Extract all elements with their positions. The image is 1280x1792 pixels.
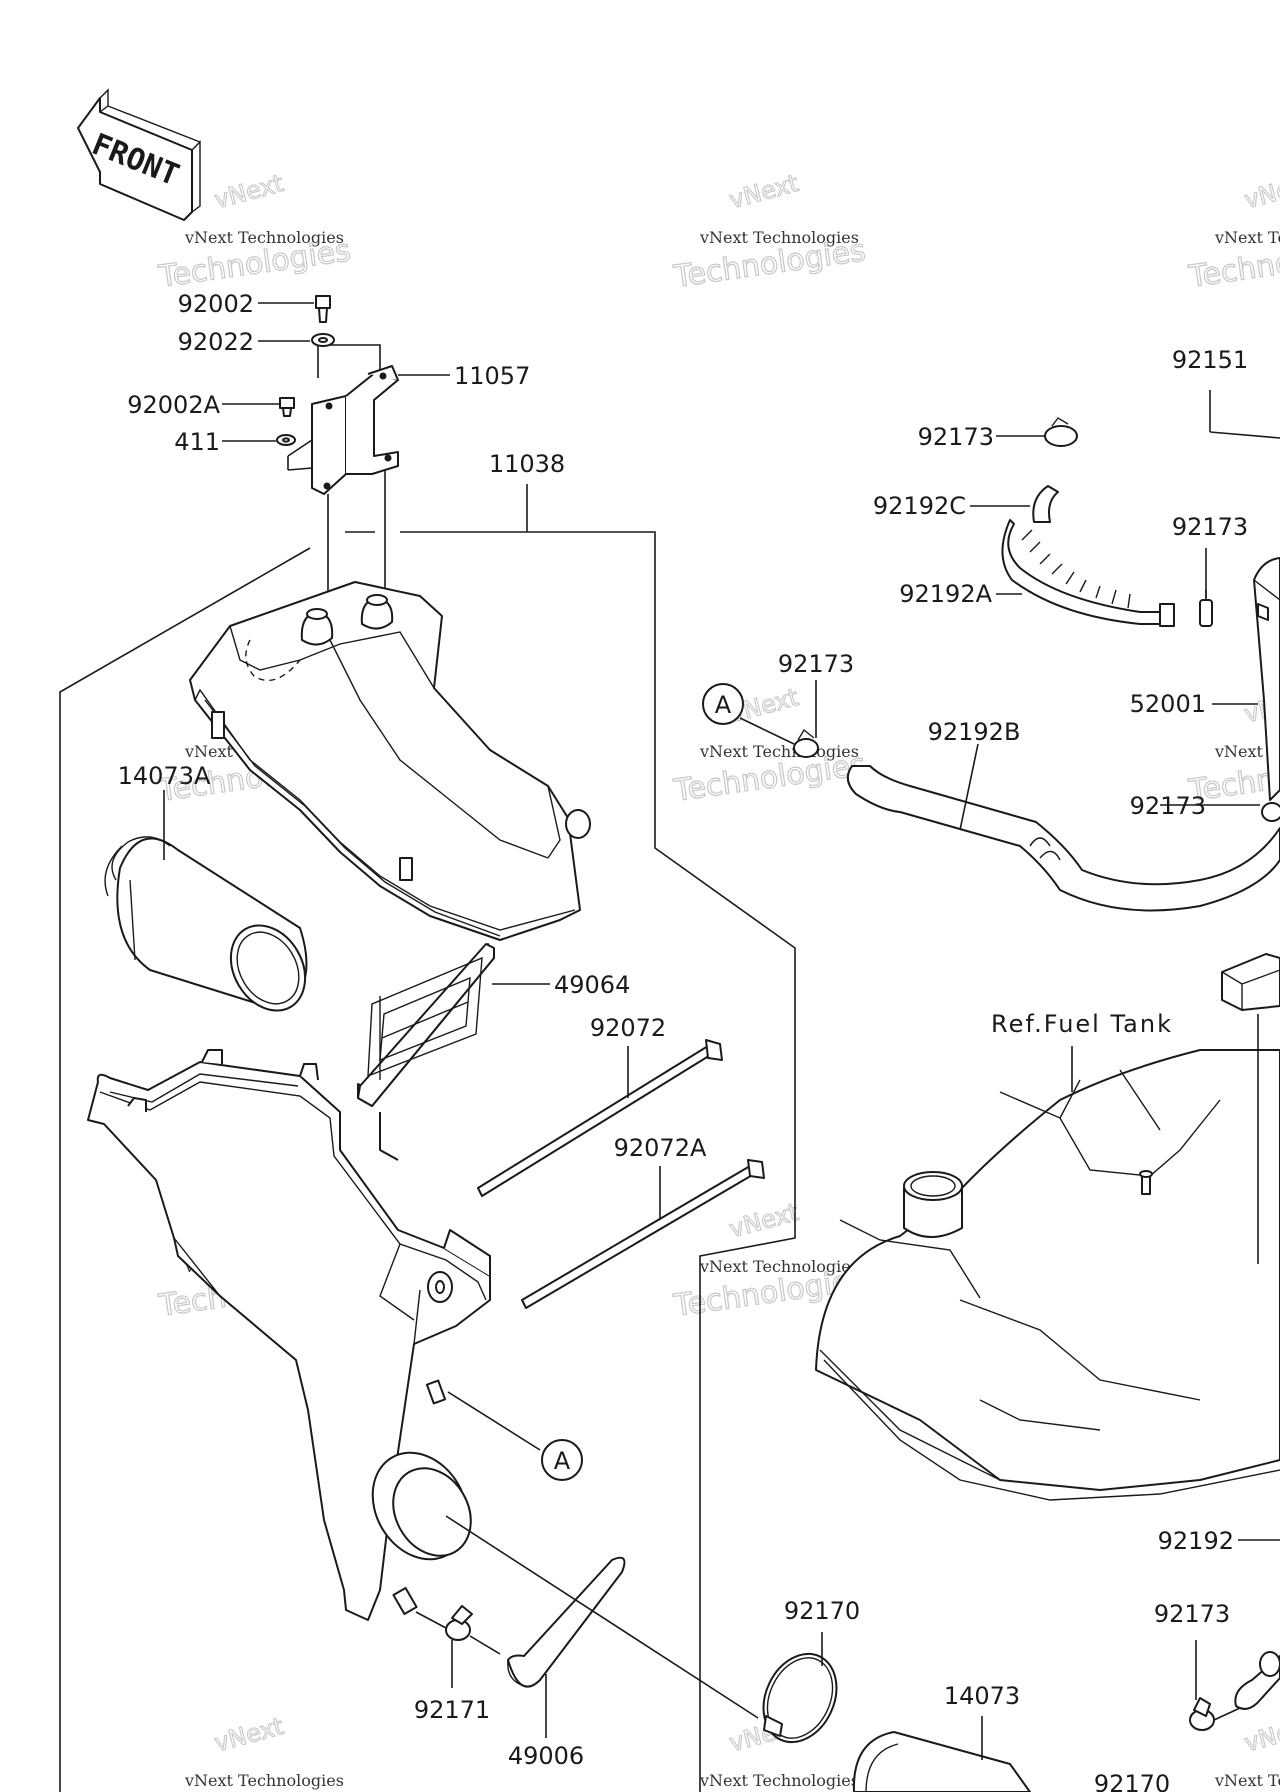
part-label-ref-fuel-tank: Ref.Fuel Tank <box>991 1010 1173 1038</box>
clamp-92173-a-icon <box>793 728 819 758</box>
clamp-92170-icon <box>762 1652 838 1744</box>
hose-49006 <box>507 1556 626 1688</box>
part-label-92192B: 92192B <box>928 718 1021 746</box>
svg-text:vNext: vNext <box>1241 1712 1280 1757</box>
part-label-11038: 11038 <box>489 450 565 478</box>
small-box-icon <box>1221 953 1280 1011</box>
part-label-92002A: 92002A <box>127 391 220 419</box>
part-label-92072: 92072 <box>590 1014 666 1042</box>
part-label-52001: 52001 <box>1130 690 1206 718</box>
hose-92192 <box>1234 1651 1280 1710</box>
hose-92192A <box>1001 519 1175 627</box>
element-49064 <box>357 943 495 1107</box>
svg-text:A: A <box>554 1447 571 1475</box>
svg-text:vNext: vNext <box>1241 169 1280 214</box>
svg-text:vNext: vNext <box>211 169 286 214</box>
part-label-411: 411 <box>174 428 220 456</box>
callout-a-bottom: A <box>447 1391 583 1481</box>
hose-92192C <box>1032 485 1059 523</box>
svg-text:vNext Technologies: vNext Technologies <box>699 742 859 761</box>
part-label-92151: 92151 <box>1172 346 1248 374</box>
svg-text:vNext Technologies: vNext Technologies <box>1214 742 1280 761</box>
part-label-92072A: 92072A <box>614 1134 707 1162</box>
part-label-92022: 92022 <box>178 328 254 356</box>
bolt-92002A-icon <box>279 397 295 417</box>
front-arrow-icon: FRONT <box>77 88 201 221</box>
part-label-11057: 11057 <box>454 362 530 390</box>
part-labels: 92002 92022 11057 92002A 411 11038 14073… <box>118 290 1249 1792</box>
washer-411-icon <box>276 434 296 446</box>
svg-text:vNext Technologies: vNext Technologies <box>184 228 344 247</box>
tie-band-92072 <box>477 1039 723 1197</box>
svg-text:vNext: vNext <box>726 1198 801 1243</box>
part-label-92192: 92192 <box>1158 1527 1234 1555</box>
part-label-92170-b: 92170 <box>1094 1770 1170 1792</box>
leader-lines <box>163 302 1280 1760</box>
part-label-14073A: 14073A <box>118 762 211 790</box>
canister-52001 <box>1253 557 1280 801</box>
part-label-49064: 49064 <box>554 971 630 999</box>
svg-text:vNext Technologies: vNext Technologies <box>184 1771 344 1790</box>
svg-text:vNext Technologies: vNext Technologies <box>699 1771 859 1790</box>
callout-a-top: A <box>702 683 795 745</box>
part-label-14073: 14073 <box>944 1682 1020 1710</box>
svg-text:vNext: vNext <box>726 169 801 214</box>
part-label-92173-a: 92173 <box>778 650 854 678</box>
clamp-92173-top-icon <box>1044 417 1078 447</box>
clamp-92173-right-icon <box>1261 802 1280 822</box>
clamp-92171-icon <box>415 1605 501 1655</box>
duct-14073A <box>104 836 308 1012</box>
washer-92022-icon <box>311 333 335 347</box>
part-label-49006: 49006 <box>508 1742 584 1770</box>
svg-text:A: A <box>715 691 732 719</box>
tie-band-92072A <box>521 1159 765 1309</box>
bracket-11057 <box>287 344 399 610</box>
part-label-92192C: 92192C <box>873 492 966 520</box>
fuel-tank-reference <box>815 1049 1280 1501</box>
air-cleaner-lower-case <box>87 1049 491 1621</box>
part-label-92170: 92170 <box>784 1597 860 1625</box>
svg-text:vNext Technologies: vNext Technologies <box>1214 1771 1280 1790</box>
svg-text:vNext: vNext <box>211 1712 286 1757</box>
part-label-92173-mid: 92173 <box>1172 513 1248 541</box>
part-label-92173-top: 92173 <box>918 423 994 451</box>
bolt-92002-icon <box>315 295 331 323</box>
clamp-92173-bottom-icon <box>1189 1697 1241 1731</box>
svg-text:vNext Technologies: vNext Technologies <box>1214 228 1280 247</box>
part-label-92173-right: 92173 <box>1130 792 1206 820</box>
part-label-92002: 92002 <box>178 290 254 318</box>
hose-92192B <box>846 765 1280 912</box>
air-cleaner-upper-case <box>189 581 591 941</box>
part-label-92171: 92171 <box>414 1696 490 1724</box>
part-label-92192A: 92192A <box>899 580 992 608</box>
svg-text:vNext Technologies: vNext Technologies <box>699 1257 859 1276</box>
duct-14073 <box>852 1731 1031 1792</box>
svg-text:vNext Technologies: vNext Technologies <box>699 228 859 247</box>
part-label-92173-bottom: 92173 <box>1154 1600 1230 1628</box>
